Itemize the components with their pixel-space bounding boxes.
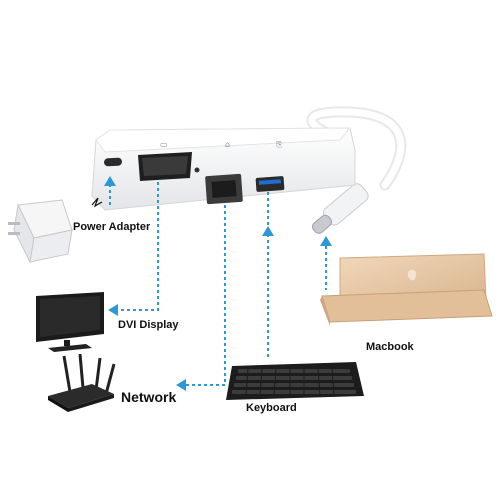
arrow-left-icon [176,379,186,391]
monitor-icon [36,292,104,352]
usb-c-adapter-icon: ▭ ⌂ ⎘ [91,106,407,234]
router-icon [48,353,116,412]
arrow-up-icon [320,236,332,246]
arrow-up-icon [104,176,116,186]
keyboard-label: Keyboard [246,402,297,414]
macbook-label: Macbook [366,341,414,353]
dvi-display-label: DVI Display [118,319,179,331]
arrow-left-icon [108,304,118,316]
network-label: Network [121,389,177,405]
network-connector-line [180,205,226,386]
arrow-up-icon [262,226,274,236]
dvi-connector-line [112,182,159,311]
power-adapter-label: Power Adapter [73,221,151,233]
svg-text:▭: ▭ [160,140,168,149]
keyboard-icon [226,362,364,400]
svg-text:⎘: ⎘ [276,140,283,149]
connector-lines [109,178,327,386]
connector-arrows [104,176,332,391]
svg-text:⌂: ⌂ [225,140,230,149]
power-adapter-icon [8,197,103,264]
laptop-icon [320,253,493,326]
